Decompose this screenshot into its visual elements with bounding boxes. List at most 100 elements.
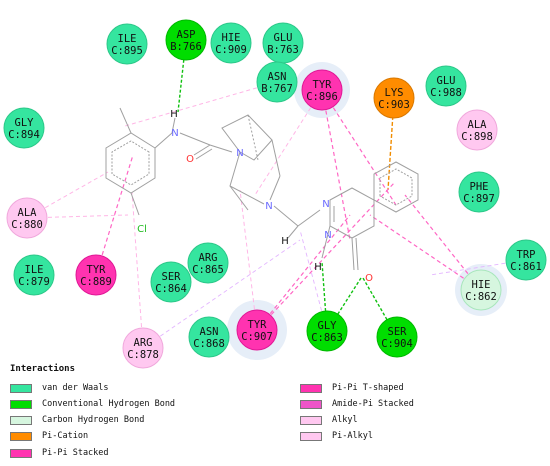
residue-circle xyxy=(13,254,55,296)
residue-chain: C:907 xyxy=(241,331,273,343)
interaction-line-tyr907 xyxy=(256,214,351,331)
legend-item: Pi-Pi Stacked xyxy=(10,446,109,460)
residue-chain: C:868 xyxy=(193,338,225,350)
residue-chain: B:766 xyxy=(170,41,202,53)
legend-swatch xyxy=(10,448,32,458)
cl-bond xyxy=(130,192,140,216)
residue-circle xyxy=(373,77,415,119)
linker-1 xyxy=(273,205,299,227)
residue-chain: C:880 xyxy=(11,219,43,231)
residue-circle xyxy=(210,22,252,64)
residue-circle xyxy=(458,171,500,213)
residue-name: SER xyxy=(162,271,182,283)
atom-amide-h: H xyxy=(170,109,178,120)
carbonyl-c-n xyxy=(209,144,233,153)
residue-name: PHE xyxy=(470,181,489,193)
ligand-structure xyxy=(105,107,419,271)
legend-label: Conventional Hydrogen Bond xyxy=(42,399,176,409)
pyrimidine-ring xyxy=(329,187,375,239)
residue-circle xyxy=(75,254,117,296)
atom-cage-n: N xyxy=(236,148,243,159)
legend-label: Pi-Pi Stacked xyxy=(42,448,109,458)
legend-item: Pi-Alkyl xyxy=(300,429,373,443)
residue-circle xyxy=(106,23,148,65)
residue-name: ASN xyxy=(268,71,287,83)
residue-name: ARG xyxy=(134,337,153,349)
methyl-bond xyxy=(119,107,132,134)
residue-name: GLU xyxy=(274,32,293,44)
left-ring xyxy=(105,132,156,194)
co-bond-b xyxy=(355,237,359,271)
residue-name: SER xyxy=(388,326,408,338)
residue-chain: C:861 xyxy=(510,261,542,273)
atom-ch-h: H xyxy=(281,236,289,247)
legend-swatch xyxy=(300,399,322,409)
legend-label: Pi-Cation xyxy=(42,431,89,441)
interaction-line-tyr896 xyxy=(321,89,351,241)
residue-name: ALA xyxy=(18,207,38,219)
residue-chain: C:904 xyxy=(381,338,413,350)
legend-item: Pi-Pi T-shaped xyxy=(300,381,404,395)
residue-circle xyxy=(188,316,230,358)
nh-bond xyxy=(321,225,331,259)
residue-name: TYR xyxy=(87,264,107,276)
residue-circle xyxy=(187,242,229,284)
residue-chain: C:879 xyxy=(18,276,50,288)
cage-1 xyxy=(221,114,281,177)
benzo-ring-inner xyxy=(379,168,413,206)
residue-name: TYR xyxy=(313,79,333,91)
amide-n-bond xyxy=(154,132,173,149)
atom-amide-n: N xyxy=(171,128,178,139)
carbonyl-c-o-2 xyxy=(195,148,213,160)
benzo-ring xyxy=(373,161,419,213)
legend-label: Pi-Pi T-shaped xyxy=(332,383,404,393)
atom-nh-h: H xyxy=(314,262,322,273)
residue-name: TRP xyxy=(517,249,536,261)
residue-chain: C:903 xyxy=(378,99,410,111)
residue-name: HIE xyxy=(472,279,491,291)
residue-name: GLY xyxy=(15,117,35,129)
residue-chain: C:865 xyxy=(192,264,224,276)
residue-name: GLY xyxy=(318,320,338,332)
interaction-line-asn767 xyxy=(124,81,278,127)
legend-swatch xyxy=(300,383,322,393)
residue-name: ALA xyxy=(468,119,488,131)
legend-swatch xyxy=(10,383,32,393)
cage-3 xyxy=(239,139,273,161)
interaction-line-tyr896 xyxy=(321,89,397,206)
legend-label: Alkyl xyxy=(332,415,358,425)
legend-swatch xyxy=(10,415,32,425)
legend-item: Pi-Cation xyxy=(10,429,88,443)
residue-circle xyxy=(456,109,498,151)
co-bond-a xyxy=(351,237,355,271)
residue-circle xyxy=(3,107,45,149)
atom-ring-n-2: N xyxy=(324,230,331,241)
atom-ring-o: O xyxy=(365,273,373,284)
legend-swatch xyxy=(300,431,322,441)
residue-circle xyxy=(425,65,467,107)
residue-name: LYS xyxy=(385,87,404,99)
residue-chain: C:863 xyxy=(311,332,343,344)
left-ring-inner xyxy=(111,140,150,186)
residue-name: TYR xyxy=(248,319,268,331)
n-h-bond xyxy=(171,117,176,134)
carbonyl-bond-1 xyxy=(179,132,211,146)
